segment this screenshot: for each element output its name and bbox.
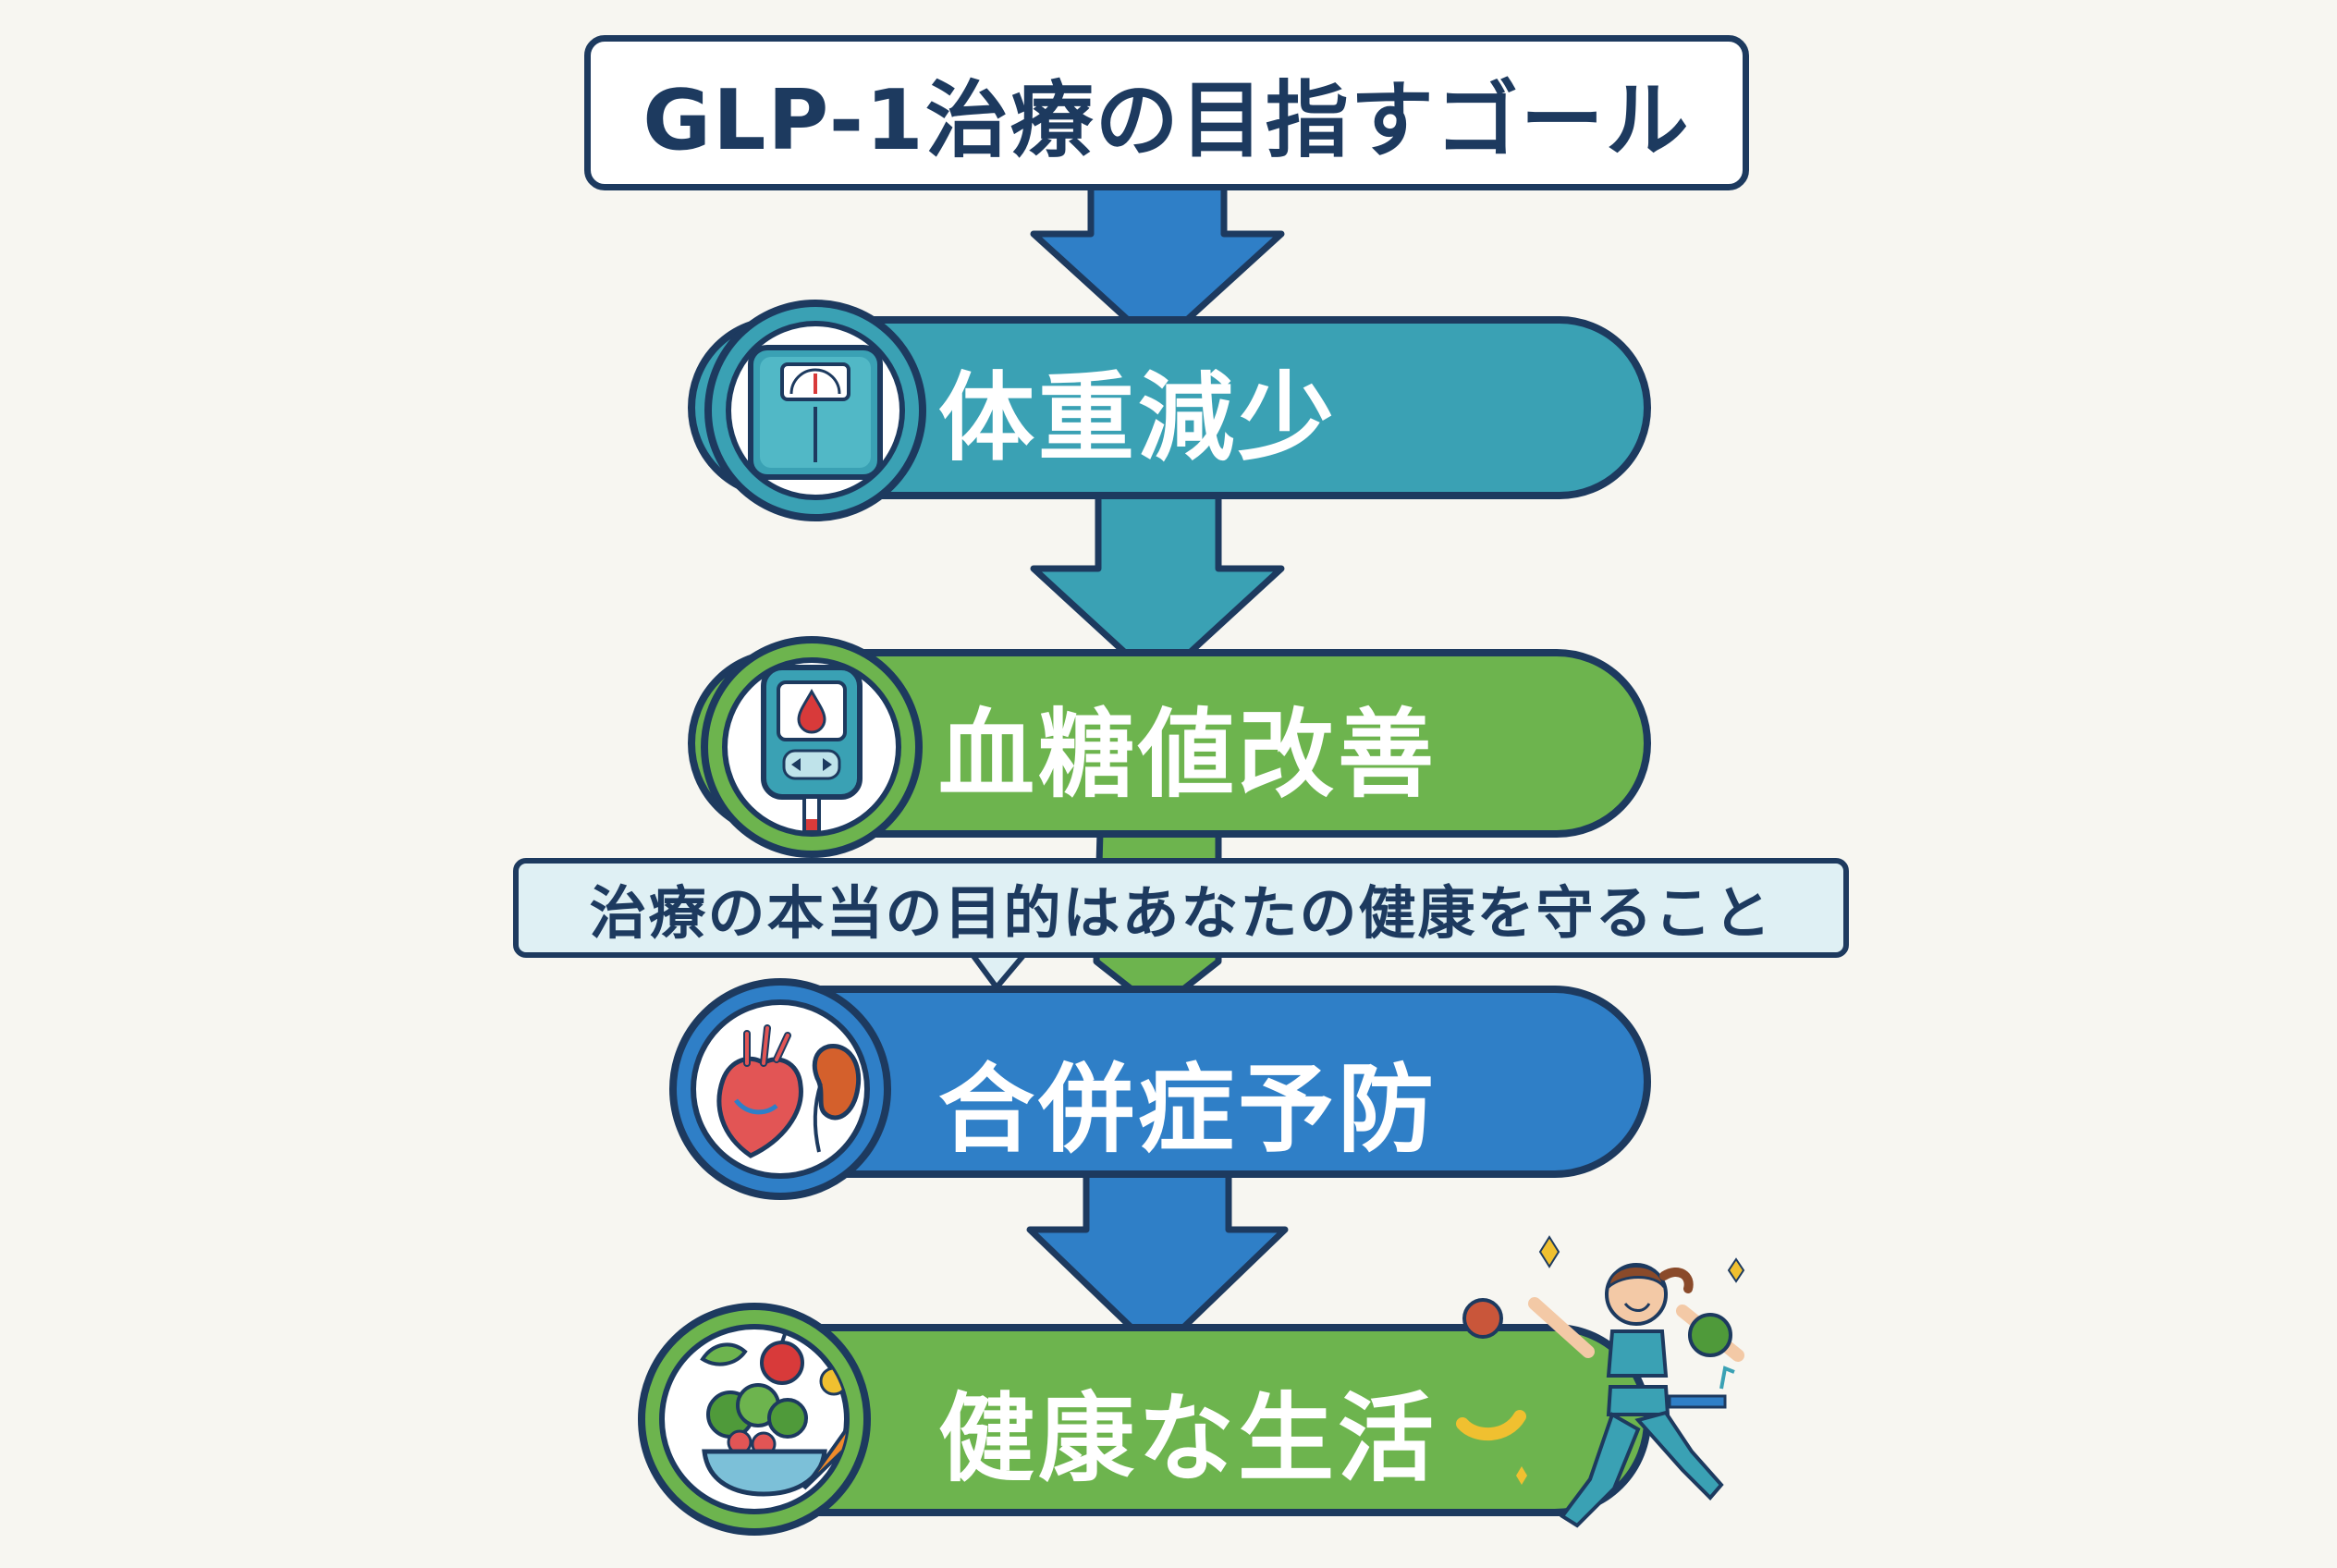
glucose-meter-icon bbox=[761, 665, 863, 834]
heart-kidney-icon bbox=[716, 1024, 862, 1158]
page-title: GLP-1治療の目指すゴール bbox=[642, 72, 1691, 169]
stage-label-weight-loss: 体重減少 bbox=[938, 361, 1339, 474]
stage-bar-blood-sugar bbox=[688, 649, 1651, 838]
weighing-scale-icon bbox=[748, 345, 883, 480]
stage-label-blood-sugar: 血糖値改善 bbox=[938, 697, 1438, 811]
flow-arrow-4 bbox=[1026, 1170, 1289, 1356]
callout-text: 治療の本当の目的はあなたの健康を守ること bbox=[589, 879, 1773, 947]
title-box: GLP-1治療の目指すゴール bbox=[584, 35, 1749, 190]
flow-arrow-2 bbox=[1030, 491, 1285, 686]
stage-bar-weight-loss bbox=[688, 316, 1651, 499]
stage-label-complication-prevention: 合併症予防 bbox=[938, 1052, 1438, 1166]
happy-woman-illustration bbox=[1456, 1235, 1745, 1528]
healthy-food-icon bbox=[700, 1330, 847, 1497]
callout-box: 治療の本当の目的はあなたの健康を守ること bbox=[513, 858, 1849, 958]
stage-label-healthy-life: 健康な生活 bbox=[938, 1381, 1438, 1495]
